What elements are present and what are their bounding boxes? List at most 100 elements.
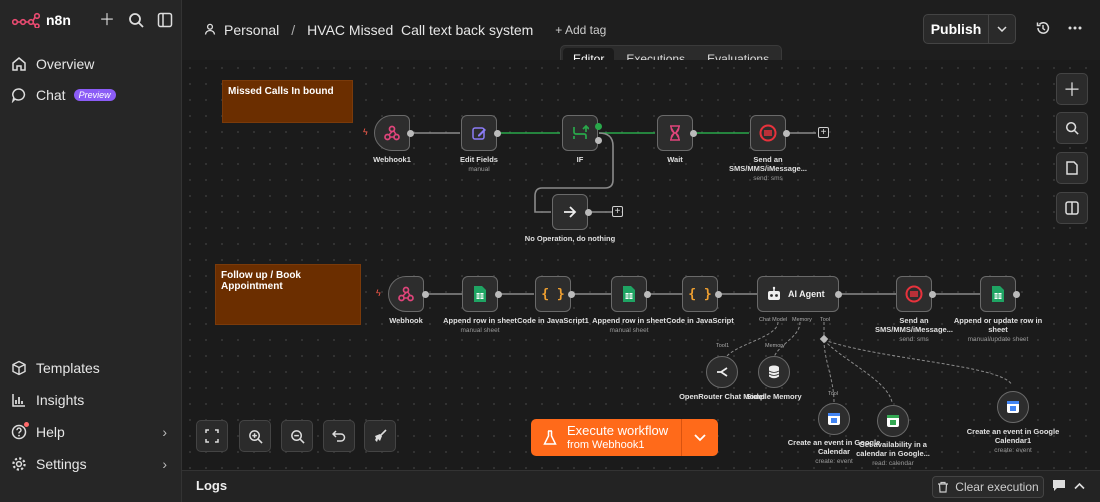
nav-settings[interactable]: Settings › xyxy=(10,452,175,476)
zoom-in-button[interactable] xyxy=(239,420,271,452)
nav-chat[interactable]: Chat Preview xyxy=(10,83,175,107)
node-ai-agent[interactable]: AI Agent xyxy=(757,276,839,312)
output-port[interactable] xyxy=(644,291,651,298)
chevron-down-icon[interactable] xyxy=(682,419,718,456)
chevron-up-icon[interactable] xyxy=(1074,479,1085,493)
node-code-js[interactable]: { } xyxy=(682,276,718,312)
node-webhook[interactable] xyxy=(388,276,424,312)
add-icon[interactable]: ＋ xyxy=(98,12,115,29)
node-calendar-create[interactable] xyxy=(818,403,850,435)
node-label: Get availability in a calendar in Google… xyxy=(843,440,943,468)
node-label-text: Append row in sheet xyxy=(592,316,666,325)
logs-panel[interactable]: Logs Clear execution xyxy=(182,470,1100,502)
node-calendar-availability[interactable] xyxy=(877,405,909,437)
node-calendar-create1[interactable] xyxy=(997,391,1029,423)
tidy-up-button[interactable] xyxy=(364,420,396,452)
node-sublabel: create: event xyxy=(994,447,1032,454)
node-no-operation[interactable] xyxy=(552,194,588,230)
output-port[interactable] xyxy=(1013,291,1020,298)
edge-label-tool: Tool xyxy=(828,391,839,397)
workflow-name[interactable]: HVAC Missed Call text back system xyxy=(307,22,534,38)
history-icon[interactable] xyxy=(1034,20,1052,38)
undo-icon xyxy=(332,430,346,442)
node-openrouter[interactable] xyxy=(706,356,738,388)
output-port[interactable] xyxy=(715,291,722,298)
google-calendar-icon xyxy=(1007,401,1019,413)
node-sublabel: read: calendar xyxy=(872,460,914,467)
node-if[interactable] xyxy=(562,115,598,151)
node-simple-memory[interactable] xyxy=(758,356,790,388)
logo[interactable]: n8n xyxy=(12,12,71,28)
output-port[interactable] xyxy=(407,130,414,137)
execute-label: Execute workflow xyxy=(567,422,669,438)
connections-layer xyxy=(410,132,1013,403)
toggle-panel-button[interactable] xyxy=(1056,192,1088,224)
node-send-sms-2[interactable] xyxy=(896,276,932,312)
node-label: Code in JavaScript1 xyxy=(517,316,589,325)
nav-insights-label: Insights xyxy=(36,392,85,408)
sms-service-icon xyxy=(905,285,923,303)
nav-help[interactable]: Help › xyxy=(10,420,175,444)
chat-bubble-icon[interactable] xyxy=(1052,479,1066,495)
google-calendar-icon xyxy=(887,415,899,427)
pencil-icon xyxy=(472,127,486,140)
true-output-port[interactable] xyxy=(595,123,602,130)
workflow-canvas[interactable]: Missed Calls In bound Follow up / Book A… xyxy=(182,60,1100,470)
sticky-note-follow-up[interactable]: Follow up / Book Appointment xyxy=(215,264,361,325)
edge-label-memory: Memory xyxy=(765,343,785,349)
nav-templates[interactable]: Templates xyxy=(10,356,175,380)
node-label: Code in JavaScript xyxy=(666,316,734,325)
add-node-plus-icon[interactable]: + xyxy=(612,206,623,217)
output-port[interactable] xyxy=(494,130,501,137)
node-send-sms-1[interactable] xyxy=(750,115,786,151)
insights-icon xyxy=(10,391,28,409)
undo-button[interactable] xyxy=(323,420,355,452)
sticky-text: Follow up / Book Appointment xyxy=(221,270,301,292)
fit-view-icon xyxy=(205,429,219,443)
search-icon[interactable] xyxy=(127,12,145,30)
add-node-button[interactable]: ＋ xyxy=(1056,73,1088,105)
output-port[interactable] xyxy=(690,130,697,137)
sticky-note-missed-calls[interactable]: Missed Calls In bound xyxy=(222,80,353,123)
node-wait[interactable] xyxy=(657,115,693,151)
execute-workflow-button[interactable]: Execute workflow from Webhook1 xyxy=(531,419,682,456)
fit-view-button[interactable] xyxy=(196,420,228,452)
sticky-text: Missed Calls In bound xyxy=(228,86,334,97)
output-port[interactable] xyxy=(929,291,936,298)
output-port[interactable] xyxy=(585,209,592,216)
node-sublabel: manual sheet xyxy=(609,327,649,334)
node-edit-fields[interactable] xyxy=(461,115,497,151)
node-code-js1[interactable]: { } xyxy=(535,276,571,312)
nav-insights[interactable]: Insights xyxy=(10,388,175,412)
node-sublabel: manual xyxy=(468,166,490,173)
false-output-port[interactable] xyxy=(595,137,602,144)
node-append-row-1[interactable] xyxy=(462,276,498,312)
chevron-down-icon[interactable] xyxy=(989,15,1015,43)
toggle-sidebar-icon[interactable] xyxy=(156,12,174,30)
node-append-or-update[interactable] xyxy=(980,276,1016,312)
nav-overview[interactable]: Overview xyxy=(10,52,175,76)
publish-button[interactable]: Publish xyxy=(924,15,989,43)
sticky-note-button[interactable] xyxy=(1056,152,1088,184)
output-port[interactable] xyxy=(835,291,842,298)
project-link[interactable]: Personal xyxy=(224,22,280,38)
output-port[interactable] xyxy=(568,291,575,298)
search-nodes-button[interactable] xyxy=(1056,112,1088,144)
node-append-row-2[interactable] xyxy=(611,276,647,312)
add-tag-button[interactable]: + Add tag xyxy=(555,23,607,37)
output-port[interactable] xyxy=(495,291,502,298)
add-node-plus-icon[interactable]: + xyxy=(818,127,829,138)
output-port[interactable] xyxy=(783,130,790,137)
node-sublabel: manual sheet xyxy=(460,327,500,334)
zoom-out-button[interactable] xyxy=(281,420,313,452)
header: Personal / HVAC Missed Call text back sy… xyxy=(182,0,1100,73)
node-webhook1[interactable] xyxy=(374,115,410,151)
webhook-icon xyxy=(384,125,400,141)
output-port[interactable] xyxy=(422,291,429,298)
notification-dot xyxy=(24,422,29,427)
search-icon xyxy=(1065,121,1079,135)
clear-execution-button[interactable]: Clear execution xyxy=(932,476,1044,498)
more-icon[interactable] xyxy=(1066,20,1084,38)
clear-execution-label: Clear execution xyxy=(955,480,1039,494)
ai-agent-label: AI Agent xyxy=(788,289,825,299)
